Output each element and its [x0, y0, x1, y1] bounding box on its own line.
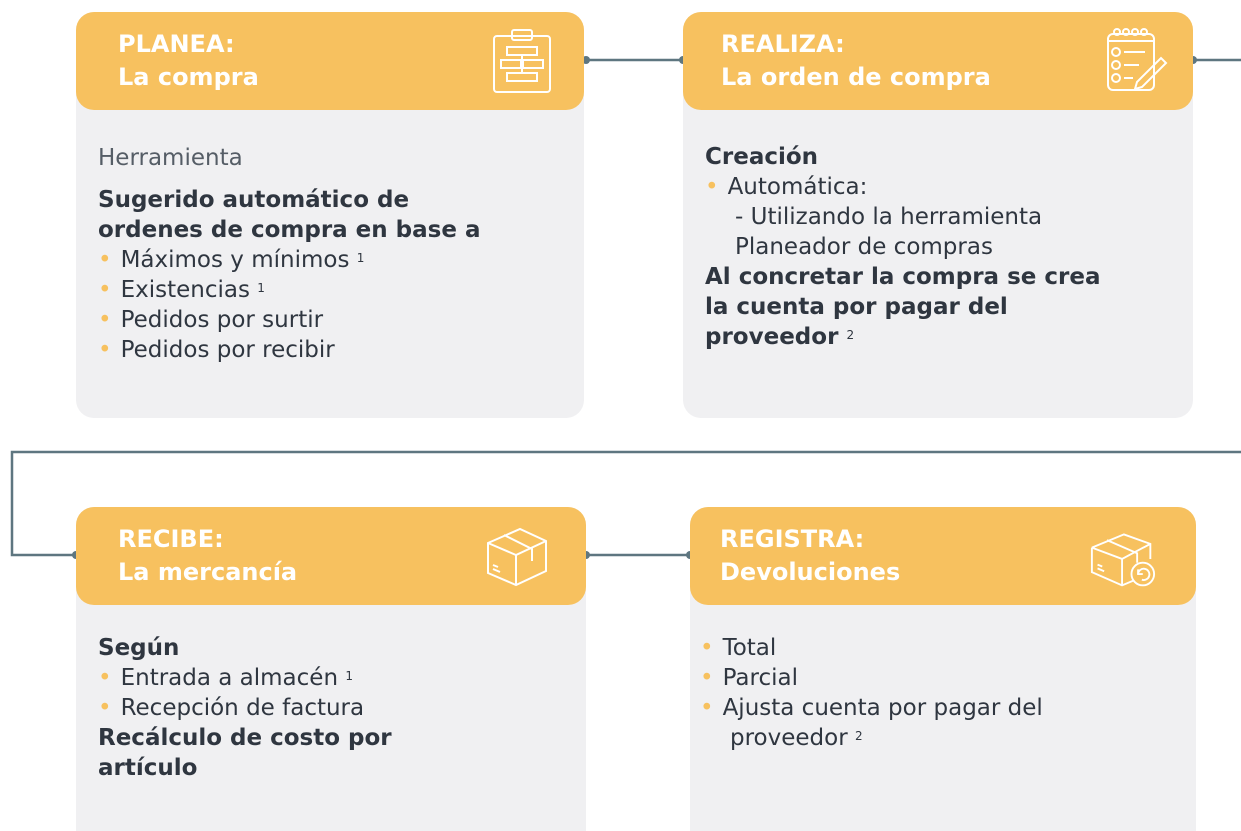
body-bold-line: Sugerido automático de — [98, 187, 410, 213]
step-title: REALIZA: La orden de compra — [721, 28, 991, 94]
step-body-realiza: Creación Automática: - Utilizando la her… — [705, 142, 1177, 352]
step-body-planea: Herramienta Sugerido automático de orden… — [98, 143, 568, 365]
footnote-ref: 1 — [356, 251, 365, 265]
step-title: RECIBE: La mercancía — [118, 523, 297, 589]
step-card-registra: REGISTRA: Devoluciones Total Parcial Aju… — [690, 507, 1196, 831]
body-bold-line: artículo — [98, 755, 198, 781]
footnote-ref: 1 — [345, 669, 353, 683]
step-header-planea: PLANEA: La compra — [76, 12, 584, 110]
indent-item: proveedor 2 — [730, 725, 863, 751]
body-bold-line: Según — [98, 635, 180, 661]
body-bold-line: Recálculo de costo por — [98, 725, 392, 751]
box-icon — [487, 527, 547, 587]
connector-row-wrap — [10, 450, 1241, 557]
body-bold-line: la cuenta por pagar del — [705, 294, 1008, 320]
bullet-item: Total — [700, 633, 1180, 663]
bullet-item: Entrada a almacén 1 — [98, 663, 570, 693]
step-title: PLANEA: La compra — [118, 28, 259, 94]
step-title-sub: La compra — [118, 63, 259, 91]
step-title-main: REGISTRA: — [720, 525, 865, 553]
indent-item: - Utilizando la herramienta — [735, 204, 1043, 230]
connector-dot — [582, 56, 590, 64]
bullet-item: Automática: — [705, 172, 1177, 202]
clipboard-icon — [493, 29, 551, 93]
checklist-icon — [1107, 28, 1168, 91]
body-bold-line: Al concretar la compra se crea — [705, 264, 1101, 290]
bullet-item: Parcial — [700, 663, 1180, 693]
step-title: REGISTRA: Devoluciones — [720, 523, 900, 589]
body-bold-line: ordenes de compra en base a — [98, 217, 481, 243]
step-body-registra: Total Parcial Ajusta cuenta por pagar de… — [700, 633, 1180, 753]
bullet-item: Pedidos por recibir — [98, 335, 568, 365]
body-bold-line: Creación — [705, 144, 819, 170]
footnote-ref: 1 — [257, 281, 265, 295]
footnote-ref: 2 — [846, 328, 855, 342]
bullet-item: Recepción de factura — [98, 693, 570, 723]
tool-heading: Herramienta — [98, 145, 243, 171]
step-title-sub: Devoluciones — [720, 558, 901, 586]
step-header-realiza: REALIZA: La orden de compra — [683, 12, 1193, 110]
step-title-main: PLANEA: — [118, 30, 235, 58]
body-bold-line: proveedor 2 — [705, 324, 855, 350]
step-card-planea: PLANEA: La compra Herramienta Sugerido a… — [76, 12, 584, 418]
bullet-item: Máximos y mínimos 1 — [98, 245, 568, 275]
bullet-item: Ajusta cuenta por pagar del — [700, 693, 1180, 723]
box-return-icon — [1090, 533, 1156, 587]
footnote-ref: 2 — [854, 729, 863, 743]
bullet-item: Existencias 1 — [98, 275, 568, 305]
step-header-recibe: RECIBE: La mercancía — [76, 507, 586, 605]
step-body-recibe: Según Entrada a almacén 1 Recepción de f… — [98, 633, 570, 783]
step-title-sub: La orden de compra — [721, 63, 991, 91]
step-card-recibe: RECIBE: La mercancía Según Entrada a alm… — [76, 507, 586, 831]
indent-item: Planeador de compras — [735, 234, 993, 260]
step-title-main: REALIZA: — [721, 30, 845, 58]
step-title-sub: La mercancía — [118, 558, 298, 586]
bullet-item: Pedidos por surtir — [98, 305, 568, 335]
step-title-main: RECIBE: — [118, 525, 224, 553]
step-card-realiza: REALIZA: La orden de compra Creación Aut… — [683, 12, 1193, 418]
step-header-registra: REGISTRA: Devoluciones — [690, 507, 1196, 605]
